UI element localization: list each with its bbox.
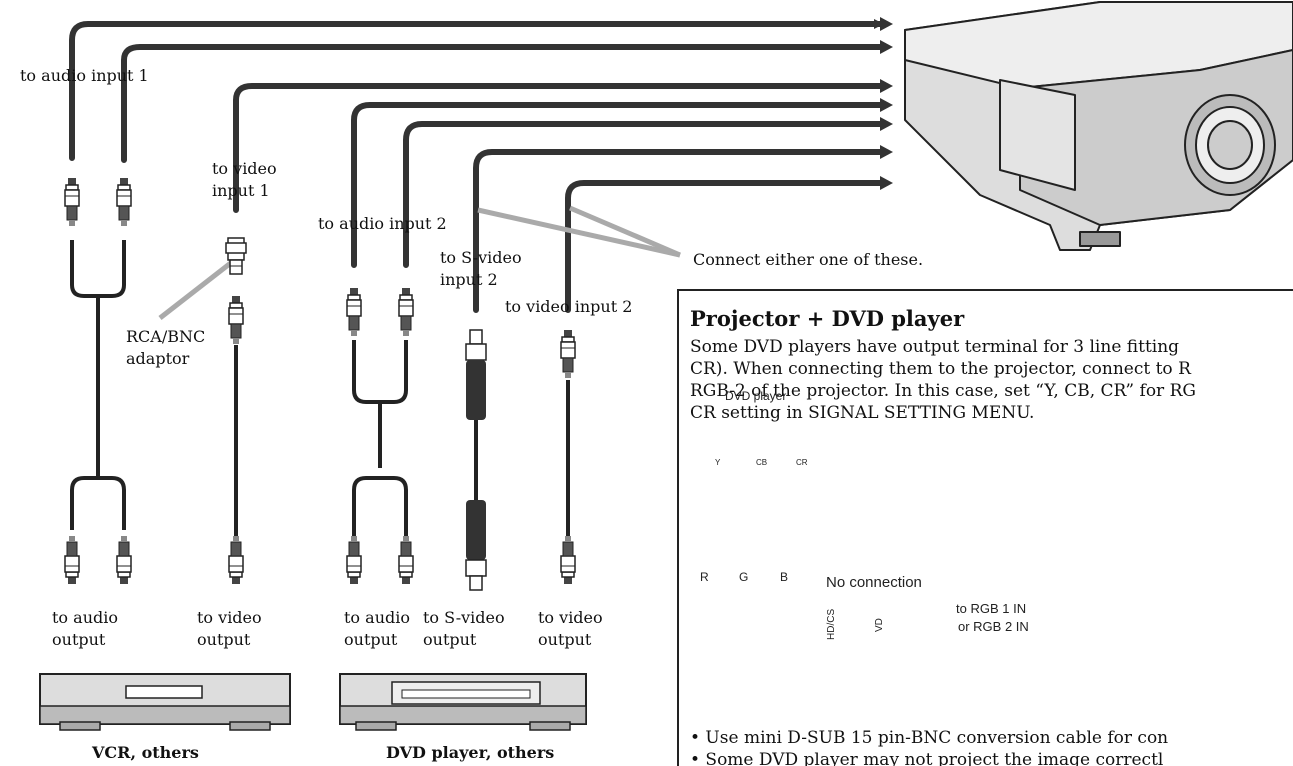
note-bullet-1: • Use mini D-SUB 15 pin-BNC conversion c…: [690, 728, 1169, 748]
note-line-3: RGB-2 of the projector. In this case, se…: [690, 381, 1196, 401]
label-s-video-output: to S-video: [423, 608, 505, 627]
inset-g-label: G: [739, 570, 749, 584]
inset-hdcs-label: HD/CS: [826, 608, 837, 640]
rca-plug: [398, 535, 414, 585]
caption-dvd: DVD player, others: [386, 743, 555, 762]
label-audio-input-2: to audio input 2: [318, 214, 447, 233]
label-audio-input-1: to audio input 1: [20, 66, 149, 85]
label-audio-output-1: to audio: [52, 608, 118, 627]
label-audio-output-1-line2: output: [52, 630, 106, 649]
note-bullet-2: • Some DVD player may not project the im…: [690, 750, 1164, 766]
note-line-1: Some DVD players have output terminal fo…: [690, 337, 1180, 357]
label-audio-output-2: to audio: [344, 608, 410, 627]
label-audio-output-2-line2: output: [344, 630, 398, 649]
label-s-video-output-line2: output: [423, 630, 477, 649]
inset-b-label: B: [780, 570, 789, 584]
label-rca-bnc-adaptor-line2: adaptor: [126, 349, 190, 368]
label-connect-either: Connect either one of these.: [693, 250, 924, 269]
label-video-input-2: to video input 2: [505, 297, 633, 316]
inset-y-label: Y: [715, 458, 721, 467]
inset-rgb-label: to RGB 1 IN: [956, 601, 1027, 616]
label-s-video-input-2-line2: input 2: [440, 270, 498, 289]
rca-plug: [228, 295, 244, 345]
label-video-input-1-line2: input 1: [212, 181, 270, 200]
label-video-output-1-line2: output: [197, 630, 251, 649]
inset-no-connection: No connection: [826, 574, 922, 591]
caption-vcr: VCR, others: [92, 743, 199, 762]
bnc-adaptor: [225, 237, 247, 275]
label-video-output-2: to video: [538, 608, 603, 627]
note-line-2: CR). When connecting them to the project…: [690, 359, 1191, 379]
rca-plug: [116, 535, 132, 585]
note-line-4: CR setting in SIGNAL SETTING MENU.: [690, 403, 1035, 423]
inset-cb-label: CB: [756, 458, 768, 467]
pointer-lines: [158, 205, 681, 320]
label-video-output-2-line2: output: [538, 630, 592, 649]
note-box: [677, 289, 1293, 766]
inset-vd-label: VD: [874, 618, 885, 632]
inset-cr-label: CR: [796, 458, 808, 467]
rca-plug: [398, 287, 414, 337]
cables: [69, 19, 884, 313]
rca-plug: [560, 329, 576, 379]
label-s-video-input-2: to S-video: [440, 248, 522, 267]
rca-plug: [346, 535, 362, 585]
note-title: Projector + DVD player: [690, 306, 965, 331]
dvd-audio-cable: [352, 340, 408, 540]
rca-plug: [116, 177, 132, 227]
projector: [904, 1, 1293, 251]
s-video-plug: [465, 500, 487, 591]
vcr-audio-cable: [70, 240, 126, 530]
label-video-input-1: to video: [212, 159, 277, 178]
rca-plug: [64, 535, 80, 585]
inset-r-label: R: [700, 570, 709, 584]
label-rca-bnc-adaptor: RCA/BNC: [126, 327, 206, 346]
vcr-device: [39, 673, 291, 731]
s-video-plug: [465, 329, 487, 420]
cable-arrowheads: [880, 17, 893, 190]
rca-plug: [346, 287, 362, 337]
rca-plug: [64, 177, 80, 227]
rca-plug: [228, 535, 244, 585]
inset-rgb-label-line2: or RGB 2 IN: [958, 619, 1029, 634]
dvd-device: [339, 673, 587, 731]
inset-dvd-label: DVD player: [725, 389, 787, 403]
rca-plug: [560, 535, 576, 585]
label-video-output-1: to video: [197, 608, 262, 627]
